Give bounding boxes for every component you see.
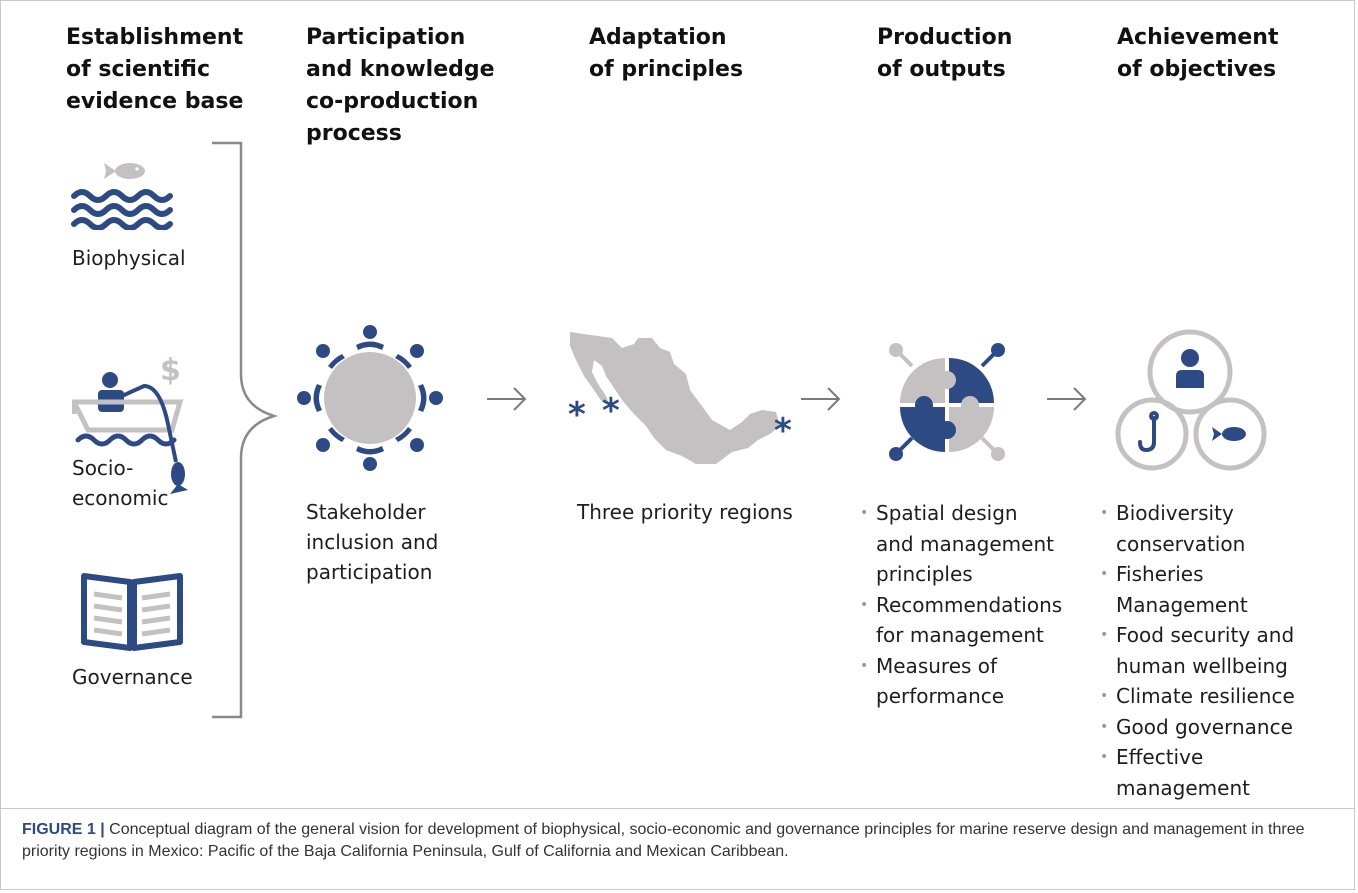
governance-label: Governance (72, 665, 193, 689)
dollar-sign: $ (160, 353, 181, 388)
region-markers: * * * (568, 391, 792, 451)
header-participation: Participation and knowledge co-productio… (306, 25, 495, 146)
book-icon (81, 573, 183, 651)
person-icon (1181, 349, 1199, 367)
hook-icon (1138, 411, 1159, 453)
caption-label: FIGURE 1 | (22, 821, 105, 838)
list-item: Climate resilience (1100, 681, 1295, 712)
round-table-icon (297, 325, 443, 471)
list-item: Spatial design and management principles (860, 498, 1062, 590)
biophysical-icon (71, 163, 173, 230)
region-marker: * (568, 395, 586, 435)
list-item: Recommendations for management (860, 590, 1062, 651)
list-item: Fisheries Management (1100, 559, 1295, 620)
waves-icon (71, 189, 173, 230)
figure-caption: FIGURE 1 | Conceptual diagram of the gen… (0, 808, 1355, 890)
adaptation-label: Three priority regions (577, 500, 793, 524)
arrow-right-icon (1047, 387, 1087, 411)
list-item: Food security and human wellbeing (1100, 620, 1295, 681)
objectives-list: Biodiversity conservation Fisheries Mana… (1100, 498, 1295, 803)
mexico-landmass (570, 332, 780, 464)
list-item: Good governance (1100, 712, 1295, 743)
socioeconomic-label: Socio- economic (72, 456, 169, 510)
fish-icon (104, 163, 145, 179)
arrow-right-icon (487, 387, 527, 411)
header-evidence-base: Establishment of scientific evidence bas… (66, 25, 244, 114)
list-item: Measures of performance (860, 651, 1062, 712)
fish-icon (1212, 427, 1246, 441)
participation-label: Stakeholder inclusion and participation (306, 500, 439, 584)
list-item: Biodiversity conservation (1100, 498, 1295, 559)
caption-text: Conceptual diagram of the general vision… (22, 821, 1305, 860)
mexico-map-icon: * * * (568, 332, 792, 464)
outputs-list: Spatial design and management principles… (860, 498, 1062, 712)
brace-icon (212, 141, 279, 719)
header-adaptation: Adaptation of principles (589, 25, 744, 82)
header-objectives: Achievement of objectives (1117, 25, 1279, 82)
venn-objectives-icon (1115, 329, 1267, 471)
biophysical-label: Biophysical (72, 246, 186, 270)
fisher-boat-icon: $ (72, 353, 188, 494)
puzzle-icon (889, 343, 1005, 461)
list-item: Effective management (1100, 742, 1295, 803)
arrow-right-icon (801, 387, 841, 411)
region-marker: * (774, 411, 792, 451)
region-marker: * (602, 391, 620, 431)
header-outputs: Production of outputs (877, 25, 1013, 82)
